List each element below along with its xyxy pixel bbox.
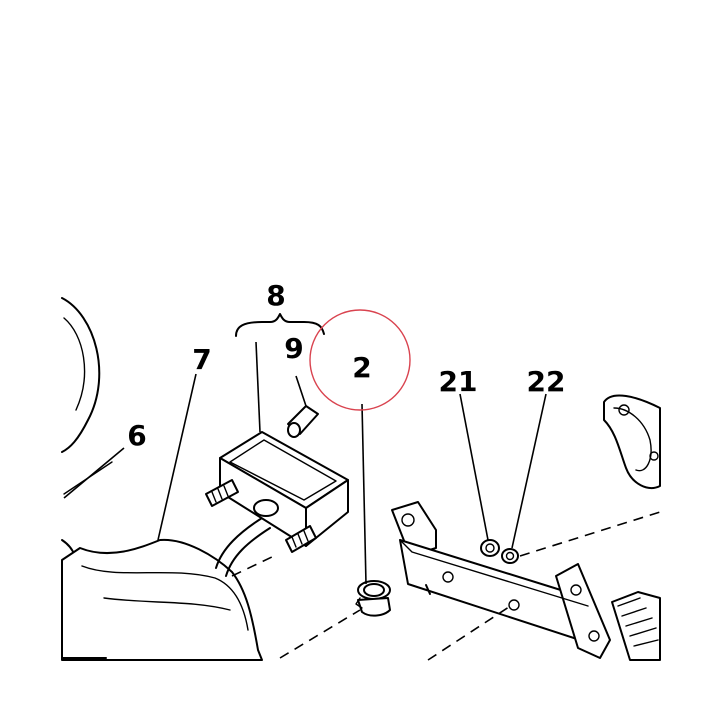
callout-6: 6 xyxy=(127,419,146,452)
pedal-partial xyxy=(611,591,661,661)
part-7-cover xyxy=(61,538,263,661)
callout-2: 2 xyxy=(352,351,371,384)
callout-9: 9 xyxy=(284,332,303,365)
assembly-lines xyxy=(231,511,661,661)
callout-21: 21 xyxy=(439,365,478,398)
lever-partial xyxy=(603,394,661,489)
callout-22: 22 xyxy=(527,365,566,398)
part-2-grommet xyxy=(355,580,391,617)
leader-lines xyxy=(63,341,547,585)
part-22-washer xyxy=(501,548,519,564)
part-8-brace xyxy=(235,313,325,337)
highlight-circle xyxy=(309,309,411,411)
callout-8: 8 xyxy=(266,279,285,312)
part-9-cap xyxy=(287,405,319,438)
part-8-switch-assembly xyxy=(205,431,349,577)
part-21-nut xyxy=(480,539,500,557)
mounting-bracket xyxy=(391,501,611,659)
callout-7: 7 xyxy=(192,343,211,376)
